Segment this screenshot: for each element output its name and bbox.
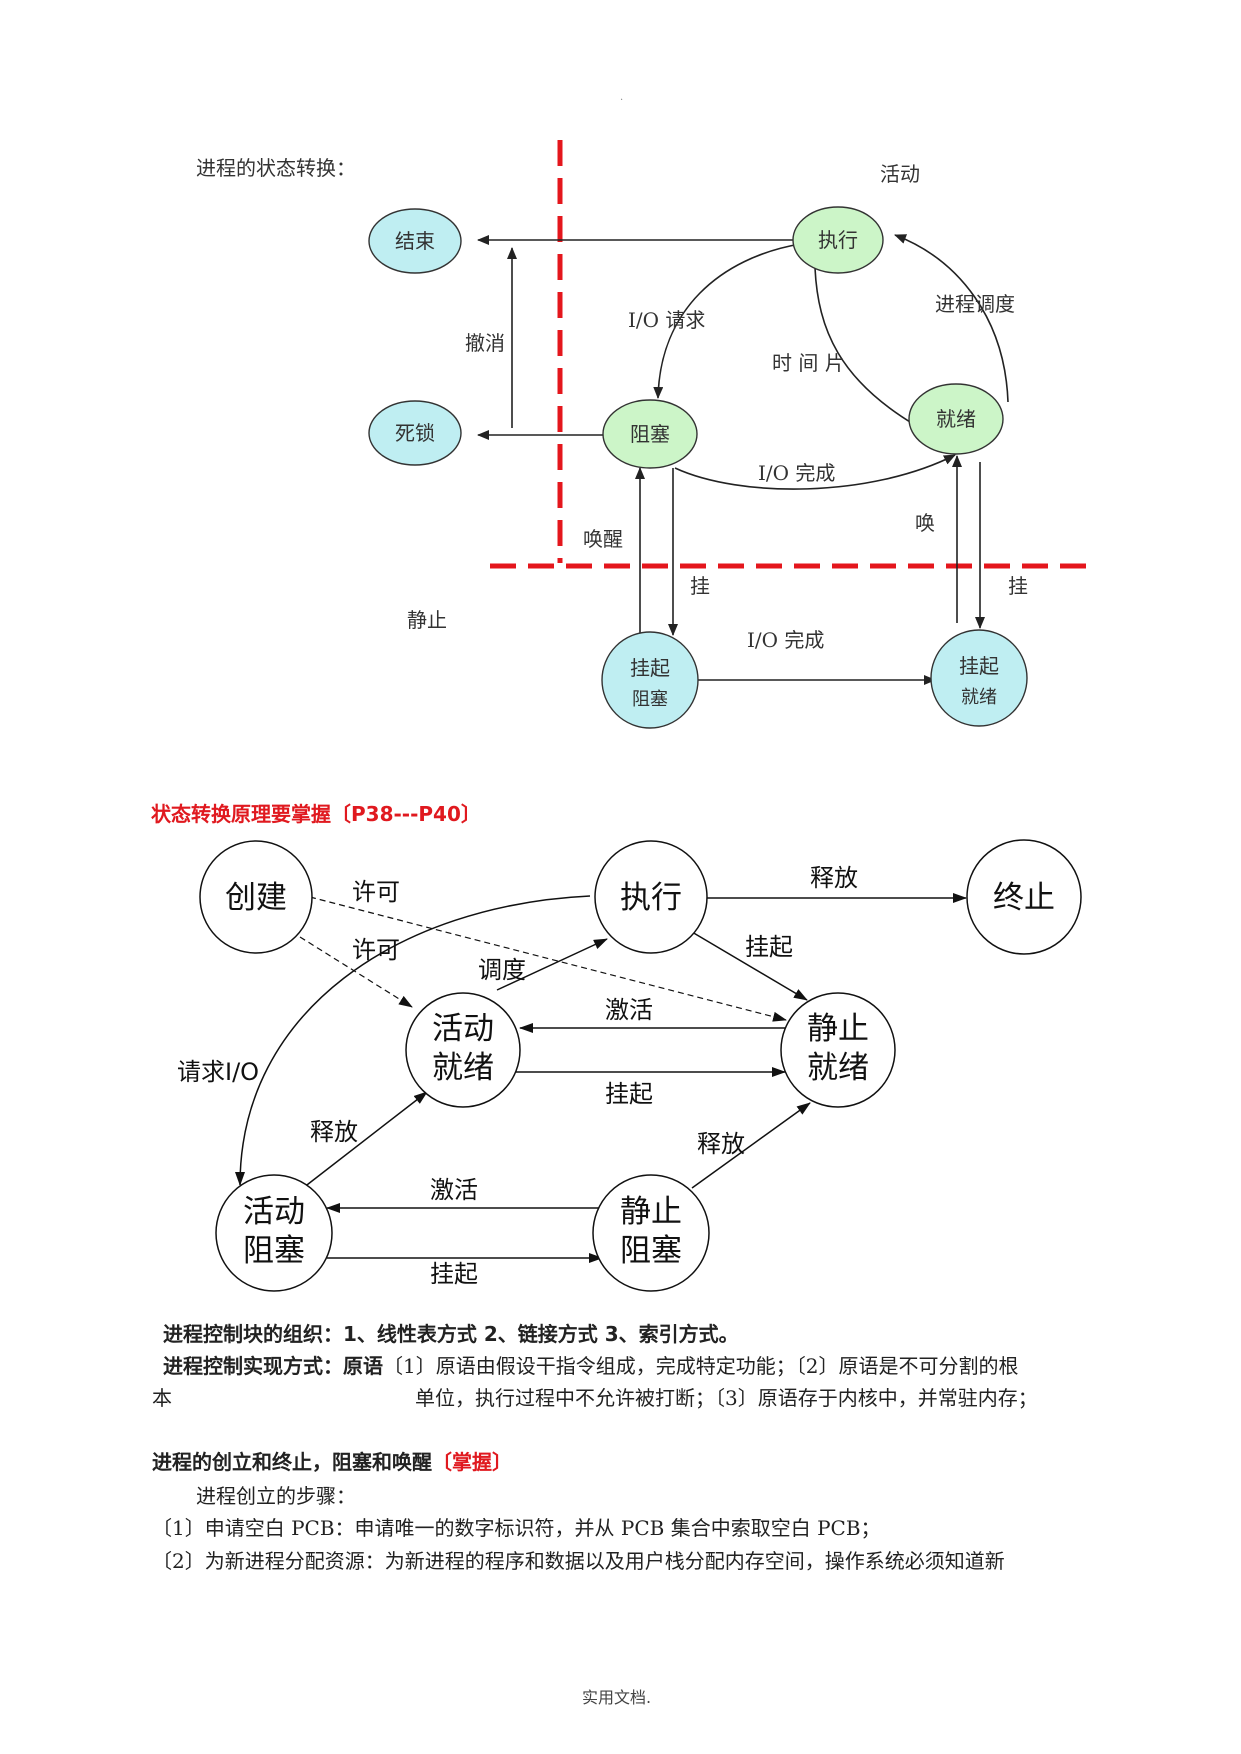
node2-static-ready <box>780 992 896 1108</box>
label2-release-right: 释放 <box>697 1130 745 1158</box>
label2-request-io: 请求I/O <box>177 1058 259 1086</box>
pcb-org-title: 进程控制块的组织： <box>163 1322 343 1346</box>
label2-release-left: 释放 <box>310 1118 358 1146</box>
label2-release-top: 释放 <box>810 864 858 892</box>
node-deadlock <box>368 400 462 466</box>
label-dispatch: 进程调度 <box>935 292 1015 316</box>
label2-permit-1: 许可 <box>352 878 400 906</box>
label-wake-left: 唤醒 <box>583 527 623 551</box>
label-io-done-bottom: I/O 完成 <box>747 628 824 652</box>
label-hang-left: 挂 <box>690 574 710 598</box>
node-deadlock-label: 死锁 <box>395 421 435 445</box>
zone-active-label: 活动 <box>880 162 920 186</box>
pcb-impl-text-2: 单位，执行过程中不允许被打断；〔3〕原语存于内核中，并常驻内存； <box>415 1386 1038 1410</box>
label-cancel: 撤消 <box>465 331 505 355</box>
node2-create <box>199 840 313 954</box>
node2-active-ready <box>405 992 521 1108</box>
section2-step1: 〔1〕申请空白 PCB：申请唯一的数字标识符，并从 PCB 集合中索取空白 PC… <box>152 1516 881 1540</box>
state-diagram-1: 结束 死锁 执行 阻塞 就绪 挂起 阻塞 挂起 就绪 活动 静止 撤消 I/O … <box>368 140 1090 729</box>
edge-release-right <box>691 1102 811 1189</box>
edge-permit-2 <box>299 936 413 1008</box>
node2-create-label: 创建 <box>225 880 287 916</box>
zone-static-label: 静止 <box>407 608 447 632</box>
node-block <box>602 399 698 469</box>
node-exec-label: 执行 <box>818 228 858 252</box>
node-susp-ready <box>930 629 1028 727</box>
label-hang-right: 挂 <box>1008 574 1028 598</box>
section-heading-state-principle: 状态转换原理要掌握〔P38---P40〕 <box>151 802 481 826</box>
node-end-label: 结束 <box>395 229 435 253</box>
label-wake-right: 唤 <box>915 511 935 535</box>
page-mark: . <box>620 92 624 103</box>
section2-step2: 〔2〕为新进程分配资源：为新进程的程序和数据以及用户栈分配内存空间，操作系统必须… <box>152 1549 1005 1573</box>
arrow-io-request <box>653 243 801 399</box>
intro-text: 进程的状态转换： <box>196 156 356 180</box>
arrow-dispatch <box>894 234 1009 403</box>
node2-static-block-label-1: 静止 <box>620 1194 682 1230</box>
section2-steps-intro: 进程创立的步骤： <box>196 1484 356 1508</box>
label-io-done: I/O 完成 <box>758 461 835 485</box>
pcb-impl-line-1: 进程控制实现方式：原语〔1〕原语由假设干指令组成，完成特定功能；〔2〕原语是不可… <box>163 1350 1018 1379</box>
pcb-impl-term: 原语 <box>343 1354 383 1378</box>
edge-permit-1 <box>309 896 787 1022</box>
section2-heading: 进程的创立和终止，阻塞和唤醒〔掌握〕 <box>152 1446 512 1475</box>
label-timeslice: 时 间 片 <box>772 351 845 375</box>
section2-title: 进程的创立和终止，阻塞和唤醒 <box>152 1450 432 1474</box>
node-susp-ready-label-2: 就绪 <box>961 687 997 708</box>
label2-activate-mid: 激活 <box>605 996 653 1024</box>
node2-static-ready-label-1: 静止 <box>807 1011 869 1047</box>
label2-suspend-bottom: 挂起 <box>430 1260 478 1288</box>
label2-suspend-mid: 挂起 <box>605 1080 653 1108</box>
node-ready-label: 就绪 <box>936 407 976 431</box>
node2-active-block <box>215 1174 333 1292</box>
node2-static-ready-label-2: 就绪 <box>807 1050 869 1086</box>
node2-active-block-label-1: 活动 <box>243 1194 305 1230</box>
node-exec <box>792 206 884 274</box>
label2-suspend-top: 挂起 <box>745 933 793 961</box>
node2-terminate <box>966 839 1082 955</box>
node-susp-block-label-1: 挂起 <box>630 656 670 680</box>
edge-request-io <box>235 895 591 1186</box>
node-end <box>368 208 462 274</box>
node-block-label: 阻塞 <box>630 422 670 446</box>
label2-schedule: 调度 <box>478 956 526 984</box>
section2-tag: 〔掌握〕 <box>432 1450 512 1474</box>
footer-text: 实用文档. <box>582 1688 652 1707</box>
edge-suspend-top <box>691 931 808 1001</box>
pcb-impl-text-1: 〔1〕原语由假设干指令组成，完成特定功能；〔2〕原语是不可分割的根 <box>383 1354 1019 1378</box>
node2-exec <box>594 840 708 954</box>
node-susp-block-label-2: 阻塞 <box>632 689 668 710</box>
node2-terminate-label: 终止 <box>993 880 1055 916</box>
state-diagram-2: 创建 执行 终止 活动 就绪 静止 就绪 活动 阻塞 静止 阻塞 许可 许可 释… <box>177 839 1082 1292</box>
node2-static-block-label-2: 阻塞 <box>620 1233 682 1269</box>
edge-release-left <box>302 1091 428 1189</box>
arrow-io-done <box>674 454 956 490</box>
label2-activate-bottom: 激活 <box>430 1176 478 1204</box>
node2-active-ready-label-2: 就绪 <box>432 1050 494 1086</box>
pcb-org-line: 进程控制块的组织：1、线性表方式 2、链接方式 3、索引方式。 <box>163 1318 739 1347</box>
node-susp-block <box>601 631 699 729</box>
label-io-request: I/O 请求 <box>628 308 705 332</box>
node2-static-block <box>592 1174 710 1292</box>
arrow-timeslice <box>814 267 916 426</box>
node2-active-ready-label-1: 活动 <box>432 1011 494 1047</box>
pcb-impl-wrap: 本 <box>152 1386 172 1410</box>
node-susp-ready-label-1: 挂起 <box>959 654 999 678</box>
node2-exec-label: 执行 <box>620 880 682 916</box>
node2-active-block-label-2: 阻塞 <box>243 1233 305 1269</box>
label2-permit-2: 许可 <box>352 936 400 964</box>
node-ready <box>908 383 1004 455</box>
pcb-org-content: 1、线性表方式 2、链接方式 3、索引方式。 <box>343 1322 739 1346</box>
edge-schedule <box>496 938 608 991</box>
pcb-impl-title: 进程控制实现方式： <box>163 1354 343 1378</box>
